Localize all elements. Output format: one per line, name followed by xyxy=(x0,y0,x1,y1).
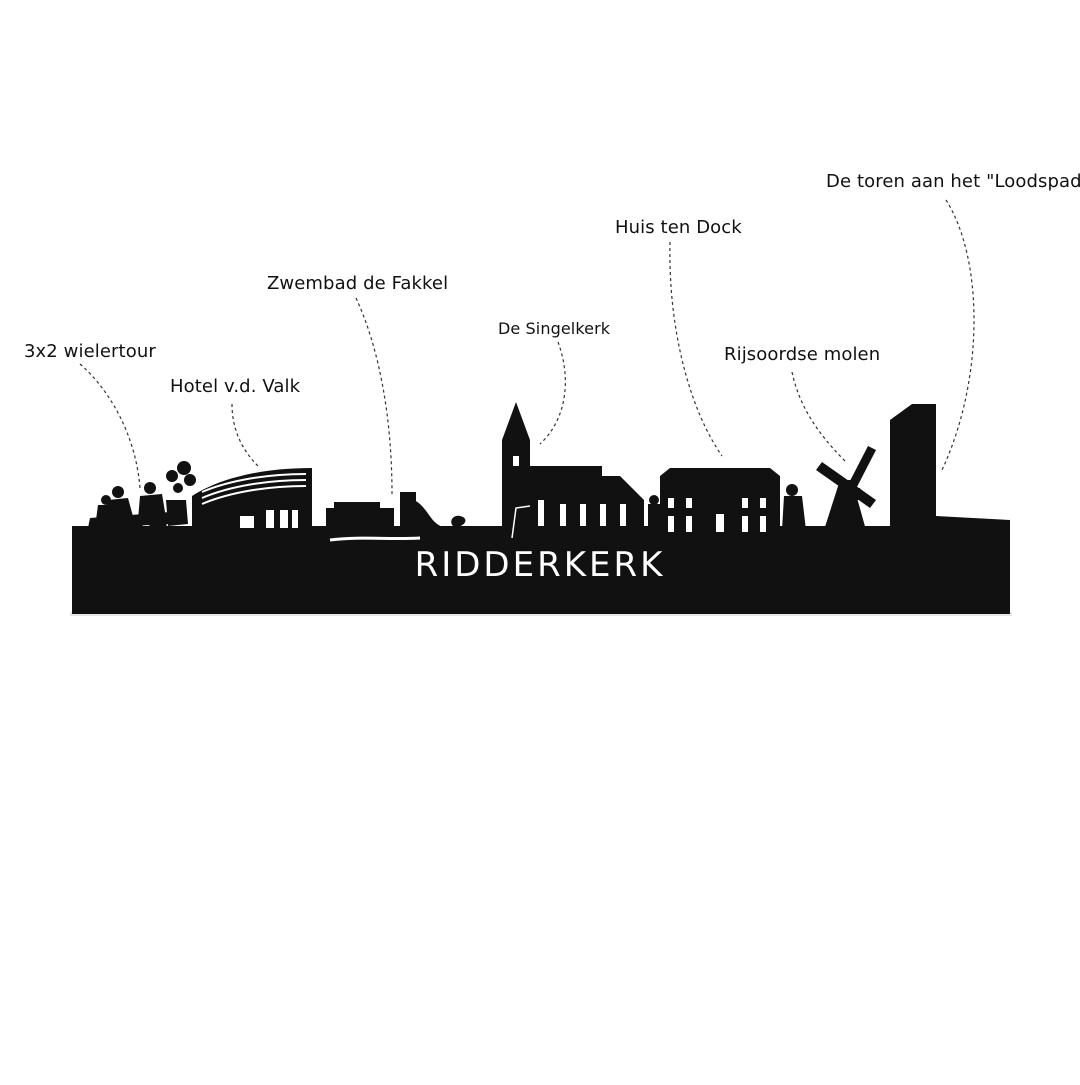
statue-silhouette xyxy=(782,484,806,530)
leader-hotel xyxy=(231,403,259,467)
label-zwembad: Zwembad de Fakkel xyxy=(267,273,449,294)
toren-silhouette xyxy=(890,404,1010,540)
base-bar xyxy=(72,538,1010,614)
label-hotel: Hotel v.d. Valk xyxy=(170,376,301,397)
huis-ten-dock-silhouette xyxy=(648,468,780,538)
cyclists-silhouette xyxy=(88,461,196,538)
label-singelkerk: De Singelkerk xyxy=(498,319,611,338)
leader-lines xyxy=(79,199,975,495)
hotel-silhouette xyxy=(192,468,312,528)
leader-zwembad xyxy=(355,297,393,495)
molen-silhouette xyxy=(816,446,876,530)
singelkerk-silhouette xyxy=(502,402,644,539)
leader-wielertour xyxy=(79,363,141,489)
leader-huis xyxy=(669,241,723,457)
leader-molen xyxy=(791,371,847,463)
label-wielertour: 3x2 wielertour xyxy=(24,341,156,362)
label-molen: Rijsoordse molen xyxy=(724,344,881,365)
leader-toren xyxy=(941,199,975,471)
label-huis: Huis ten Dock xyxy=(615,217,742,238)
label-toren: De toren aan het "Loodspad" xyxy=(826,171,1080,192)
base-title: RIDDERKERK xyxy=(414,545,666,585)
zwembad-silhouette xyxy=(326,492,488,542)
leader-singelkerk xyxy=(539,341,566,445)
